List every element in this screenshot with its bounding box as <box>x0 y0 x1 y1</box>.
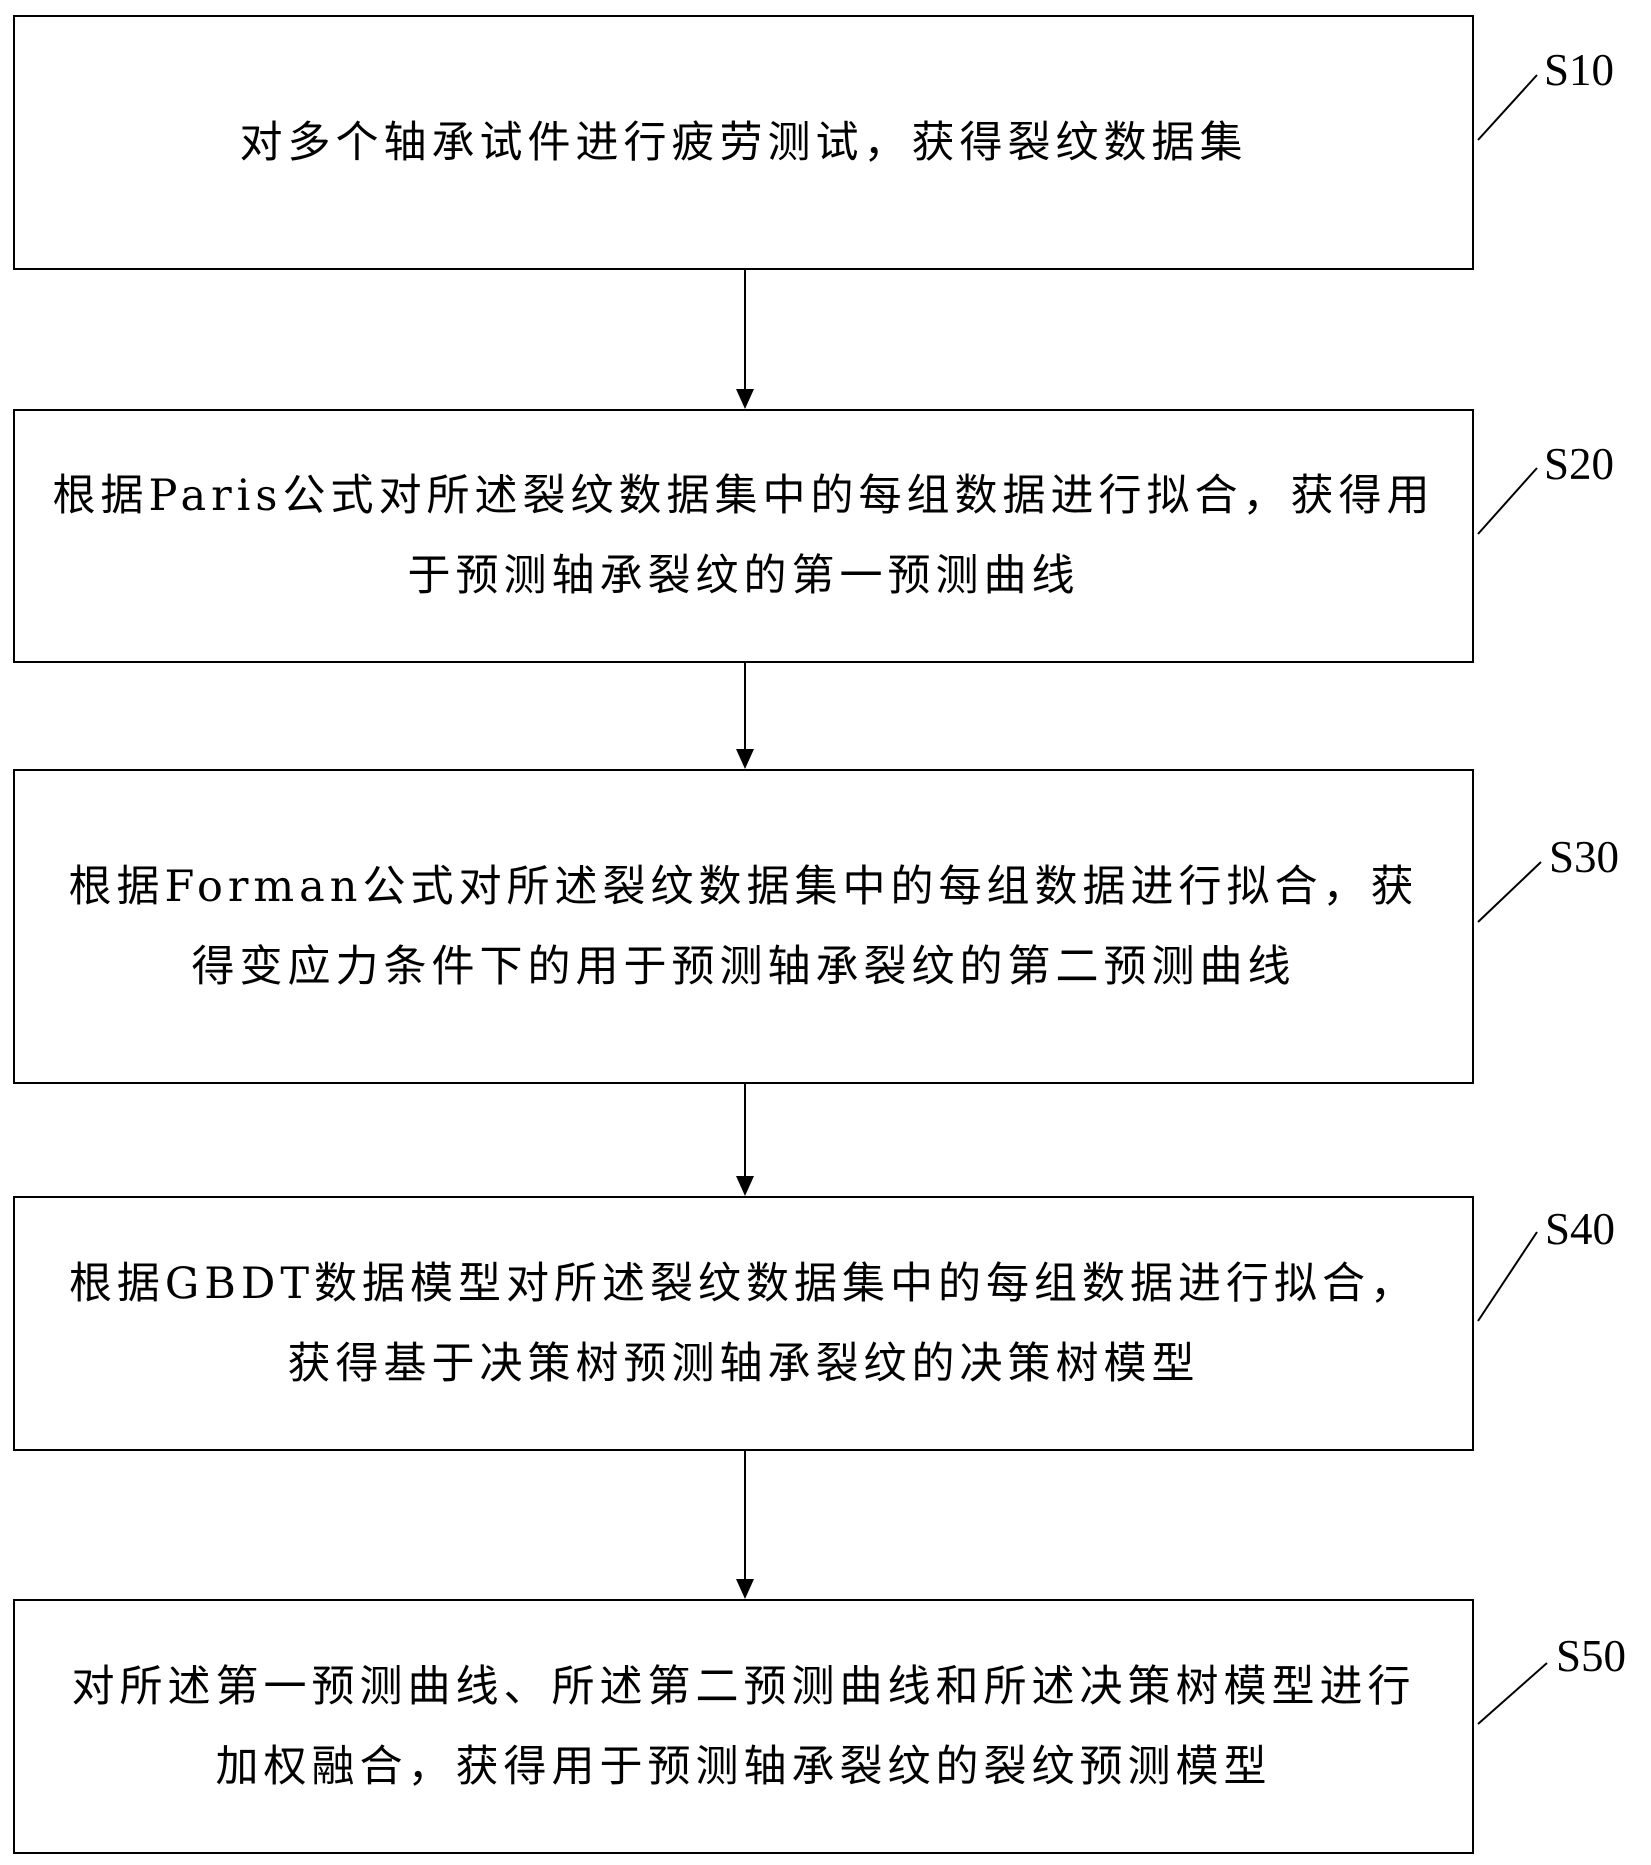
step-box-s40: 根据GBDT数据模型对所述裂纹数据集中的每组数据进行拟合，获得基于决策树预测轴承… <box>13 1196 1474 1451</box>
step-box-s30: 根据Forman公式对所述裂纹数据集中的每组数据进行拟合，获得变应力条件下的用于… <box>13 769 1474 1084</box>
step-label-s20: S20 <box>1544 439 1615 489</box>
step-text-s50: 对所述第一预测曲线、所述第二预测曲线和所述决策树模型进行加权融合，获得用于预测轴… <box>71 1661 1416 1792</box>
step-text-s10: 对多个轴承试件进行疲劳测试，获得裂纹数据集 <box>239 117 1248 168</box>
step-box-s50: 对所述第一预测曲线、所述第二预测曲线和所述决策树模型进行加权融合，获得用于预测轴… <box>13 1599 1474 1854</box>
leader-line-s40 <box>1477 1231 1538 1322</box>
arrow-s30-s40 <box>736 1084 754 1196</box>
step-label-s40: S40 <box>1545 1204 1616 1254</box>
leader-line-s30 <box>1477 861 1542 923</box>
step-text-s20: 根据Paris公式对所述裂纹数据集中的每组数据进行拟合，获得用于预测轴承裂纹的第… <box>52 471 1435 601</box>
step-text-s30: 根据Forman公式对所述裂纹数据集中的每组数据进行拟合，获得变应力条件下的用于… <box>68 861 1419 992</box>
step-label-s50: S50 <box>1556 1631 1627 1681</box>
step-box-s10: 对多个轴承试件进行疲劳测试，获得裂纹数据集 <box>13 15 1474 270</box>
leader-line-s10 <box>1477 74 1538 141</box>
arrow-s10-s20 <box>736 270 754 409</box>
step-text-s40: 根据GBDT数据模型对所述裂纹数据集中的每组数据进行拟合，获得基于决策树预测轴承… <box>68 1258 1419 1389</box>
step-label-s30: S30 <box>1549 832 1620 882</box>
step-box-s20: 根据Paris公式对所述裂纹数据集中的每组数据进行拟合，获得用于预测轴承裂纹的第… <box>13 409 1474 663</box>
arrow-s20-s30 <box>736 663 754 769</box>
leader-line-s20 <box>1477 467 1538 535</box>
leader-line-s50 <box>1477 1662 1548 1725</box>
step-label-s10: S10 <box>1544 45 1615 95</box>
arrow-s40-s50 <box>736 1451 754 1599</box>
